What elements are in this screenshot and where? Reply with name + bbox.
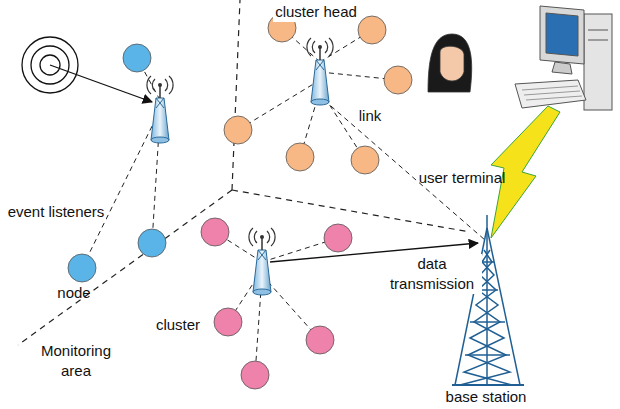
terminal-label: user terminal	[417, 168, 508, 188]
sensor-node	[214, 308, 242, 336]
sensor-node	[324, 224, 352, 252]
station-label: base station	[444, 387, 529, 407]
area-label: Monitoring area	[30, 341, 122, 381]
base-station-tower	[465, 354, 510, 356]
sensor-node	[123, 44, 151, 72]
region-boundary	[232, 0, 240, 190]
computer	[588, 30, 608, 31]
sensor-node	[241, 361, 269, 389]
person	[440, 46, 464, 81]
listener-label: event listeners	[6, 202, 107, 222]
base-station-tower	[486, 215, 488, 228]
sensor-node	[224, 116, 252, 144]
computer	[552, 62, 572, 74]
base-station-tower	[452, 215, 524, 385]
sensor-node	[68, 254, 96, 282]
computer	[522, 86, 582, 100]
sensor-node	[138, 229, 166, 257]
base-station-tower	[486, 228, 488, 385]
sensor-node	[351, 146, 379, 174]
cluster-head-tower	[147, 76, 173, 143]
computer	[588, 40, 608, 41]
base-station-tower	[470, 321, 505, 323]
cluster-link	[82, 28, 485, 375]
link-label: link	[357, 106, 384, 126]
base-station-tower	[452, 384, 524, 386]
cluster-link	[238, 80, 320, 130]
cluster-head-tower	[307, 38, 333, 105]
transmission-label: data transmission	[382, 254, 482, 294]
computer	[546, 13, 578, 56]
base-station-tower	[480, 261, 494, 263]
sensor-node	[384, 66, 412, 94]
computer	[515, 6, 612, 110]
sensor-node	[68, 14, 412, 389]
sensor-node	[358, 16, 386, 44]
node-label: node	[55, 283, 92, 303]
computer	[584, 14, 612, 110]
cluster-label: cluster	[154, 315, 202, 335]
person	[428, 34, 472, 92]
sensor-node	[306, 326, 334, 354]
computer	[540, 6, 584, 64]
computer	[515, 80, 586, 108]
sensor-node	[286, 143, 314, 171]
person	[428, 34, 472, 92]
sensor-node	[201, 218, 229, 246]
cluster-head-label: cluster head	[273, 2, 359, 22]
